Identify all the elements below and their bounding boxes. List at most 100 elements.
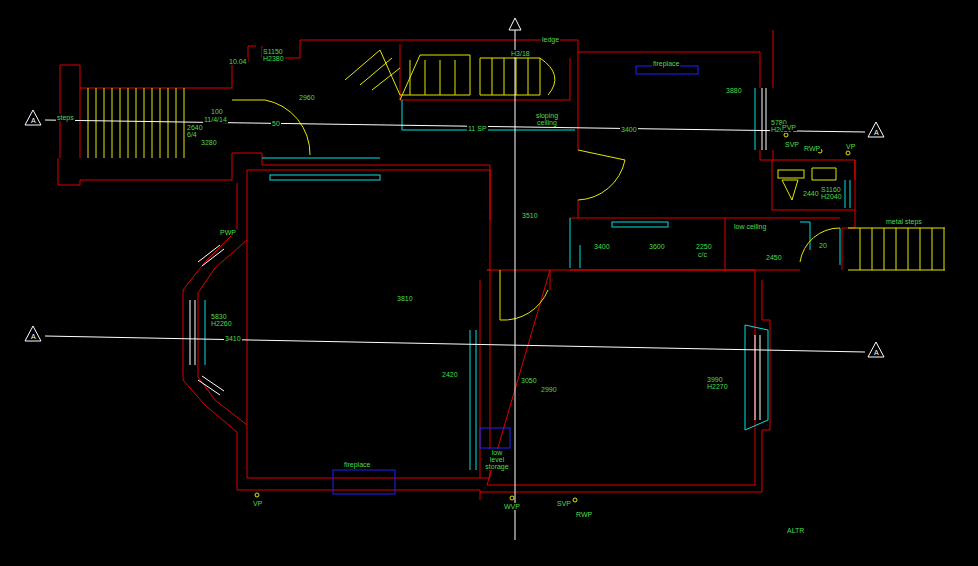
wall (842, 160, 855, 270)
dimension-label: 50 (271, 120, 281, 127)
dimension-label: H2040 (820, 193, 843, 200)
pipe (846, 151, 850, 155)
fireplace-symbol (636, 66, 698, 74)
wall (262, 40, 578, 150)
wall (480, 280, 770, 492)
dimension-label: VP (845, 143, 856, 150)
pipes (255, 133, 850, 502)
pipe (573, 498, 577, 502)
wall (58, 153, 490, 220)
stair (345, 50, 470, 100)
door (800, 228, 840, 262)
window (470, 330, 476, 470)
dimension-label: 11/4/14 (203, 116, 228, 123)
section-lines (25, 18, 884, 540)
dimension-label: 2440 (802, 190, 820, 197)
stairs-doors (88, 50, 945, 320)
dimension-label: 3400 (620, 126, 638, 133)
door (578, 150, 625, 200)
window (762, 88, 766, 150)
dimension-label: H2380 (262, 55, 285, 62)
dimension-label: RWP (803, 145, 821, 152)
fireplaces (333, 66, 698, 494)
windows (205, 88, 850, 470)
dimension-label: fireplace (652, 60, 680, 67)
dimension-label: 2420 (441, 371, 459, 378)
dimension-label: steps (56, 114, 75, 121)
dimension-label: PWP (219, 229, 237, 236)
wall (772, 160, 855, 210)
glazing (190, 88, 766, 420)
wall (570, 218, 840, 270)
dimension-label: 3600 (648, 243, 666, 250)
section-letter: A (30, 333, 37, 340)
dimension-label: low ceiling (733, 223, 767, 230)
dimension-label: S1160 (820, 186, 842, 193)
window (205, 300, 206, 365)
bath-fixture (778, 170, 804, 178)
pipe (255, 493, 259, 497)
section-letter: A (873, 129, 880, 136)
walls (58, 30, 855, 500)
pipe (784, 133, 788, 137)
wall (480, 270, 490, 478)
dimension-label: 10.04 (228, 58, 248, 65)
dimension-label: H2260 (210, 320, 233, 327)
dimension-label: H3/18 (510, 50, 531, 57)
window (612, 222, 668, 227)
dimension-label: SVP (784, 141, 800, 148)
dimension-label: 2960 (298, 94, 316, 101)
wall (487, 270, 755, 485)
dimension-label: 3400 (593, 243, 611, 250)
dimension-label: 3990 (706, 376, 724, 383)
window (190, 300, 195, 365)
dimension-label: metal steps (885, 218, 923, 225)
dimension-label: 3410 (224, 335, 242, 342)
wall (247, 170, 490, 478)
dimension-label: 3280 (200, 139, 218, 146)
wall (198, 240, 247, 425)
wall (578, 200, 579, 218)
dimension-label: 100 (210, 108, 224, 115)
wall (773, 30, 774, 160)
wall (760, 150, 772, 160)
wall (60, 65, 80, 158)
stair (848, 228, 945, 270)
dimension-label: 3050 (520, 377, 538, 384)
dimension-label: ledge (541, 36, 560, 43)
dimension-label: 5830 (210, 313, 228, 320)
wall (60, 46, 256, 88)
dimension-label: sloping ceiling (532, 112, 562, 126)
dimension-label: 20 (818, 242, 828, 249)
dimension-label: 2250 (695, 243, 713, 250)
dimension-label: 2990 (540, 386, 558, 393)
dimension-label: S1150 (262, 48, 284, 55)
dimension-label: ALTR (786, 527, 805, 534)
dimension-label: 2640 (186, 124, 204, 131)
section-line (45, 30, 865, 540)
pipe (510, 496, 514, 500)
stair (480, 58, 555, 95)
dimension-label: 11 SP (467, 125, 488, 132)
door (500, 270, 548, 320)
wall (578, 52, 760, 88)
dimension-label: WVP (503, 503, 521, 510)
dimension-label: 2450 (765, 254, 783, 261)
window (755, 335, 760, 420)
dimension-label: RWP (575, 511, 593, 518)
dimension-label: H2270 (706, 383, 729, 390)
section-marker (25, 18, 884, 357)
dimension-label: PVP (781, 124, 797, 131)
dimension-label: 6/4 (186, 131, 198, 138)
door (232, 100, 310, 155)
window (845, 180, 850, 208)
dimension-label: SVP (556, 500, 572, 507)
window (270, 175, 380, 180)
storage-symbol (480, 428, 510, 448)
dimension-label: 3510 (521, 212, 539, 219)
dimension-label: VP (252, 500, 263, 507)
stair (88, 88, 184, 158)
dimension-label: 3810 (396, 295, 414, 302)
